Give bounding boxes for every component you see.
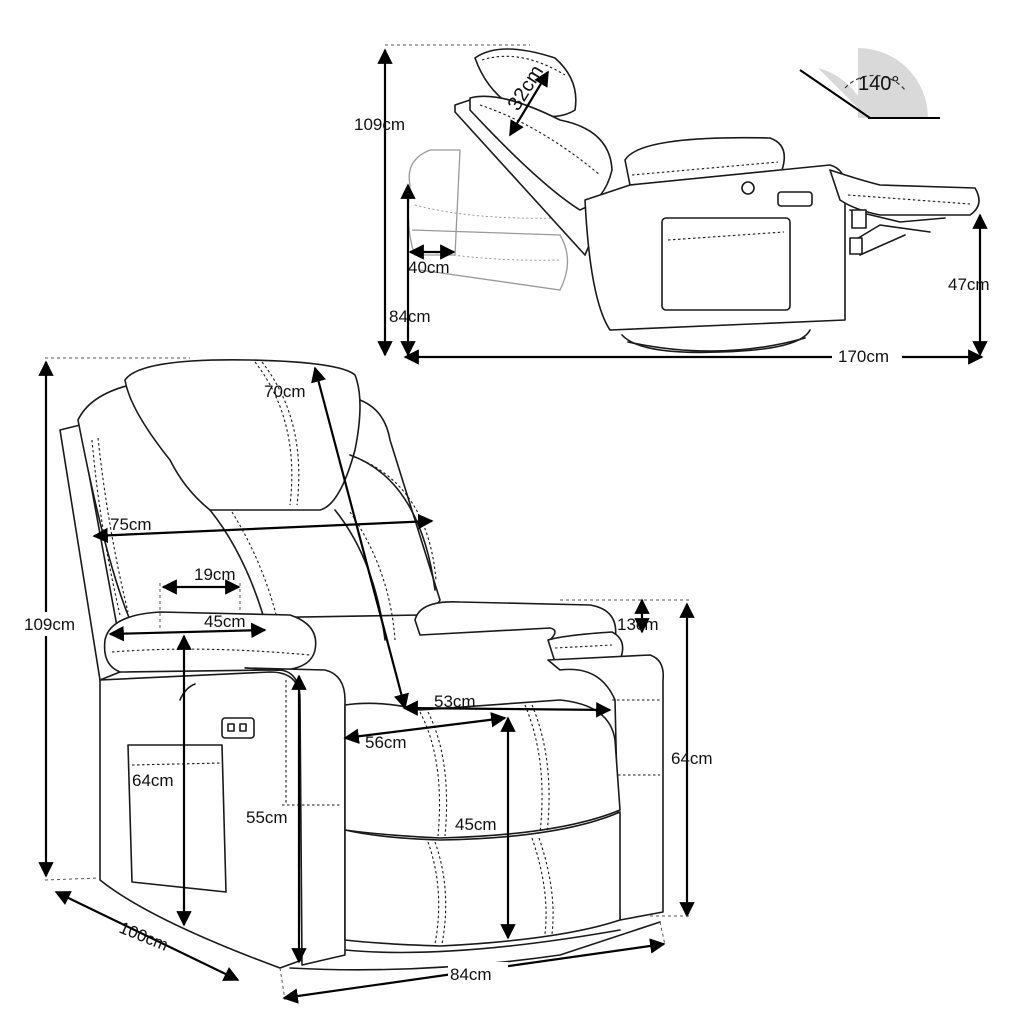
front-view: 109cm 70cm 75cm 19cm 45cm 13cm 53cm 56cm… (24, 357, 713, 1004)
seat-height-label: 84cm (389, 307, 431, 326)
recline-offset-label: 40cm (408, 258, 450, 277)
recline-angle-label: 140° (858, 73, 899, 95)
armrest-inner-label: 19cm (194, 565, 236, 584)
front-height-label: 109cm (24, 615, 75, 634)
seat (289, 699, 661, 971)
arm-front-height-label: 55cm (246, 808, 288, 827)
seat-depth-arrow (402, 700, 612, 718)
back-width-label: 75cm (110, 515, 152, 534)
back-width-arrow (92, 513, 434, 544)
recline-angle-indicator: 140° (799, 48, 940, 119)
seat-height-label-front: 45cm (455, 815, 497, 834)
arm-height-label: 64cm (132, 771, 174, 790)
seat-width-arrow (343, 712, 507, 744)
back-height-label: 70cm (264, 382, 306, 401)
armrest-width-label: 45cm (204, 612, 246, 631)
depth-arrow (54, 891, 240, 981)
width-label: 84cm (450, 965, 492, 984)
seat-width-label: 56cm (365, 733, 407, 752)
right-arm (414, 601, 665, 921)
side-view: 140° 109cm 84cm 40cm 32cm 47cm 170cm (354, 44, 990, 367)
seat-depth-label: 53cm (434, 692, 476, 711)
side-height-label: 109cm (354, 115, 405, 134)
side-height-label-front: 64cm (671, 749, 713, 768)
headrest-arrow (509, 70, 549, 137)
footrest-height-label: 47cm (948, 275, 990, 294)
side-body (584, 136, 980, 354)
armrest-width-arrow (108, 622, 267, 642)
armrest-thickness-label: 13cm (617, 615, 659, 634)
length-reclined-label: 170cm (838, 347, 889, 366)
depth-label: 100cm (117, 918, 171, 955)
